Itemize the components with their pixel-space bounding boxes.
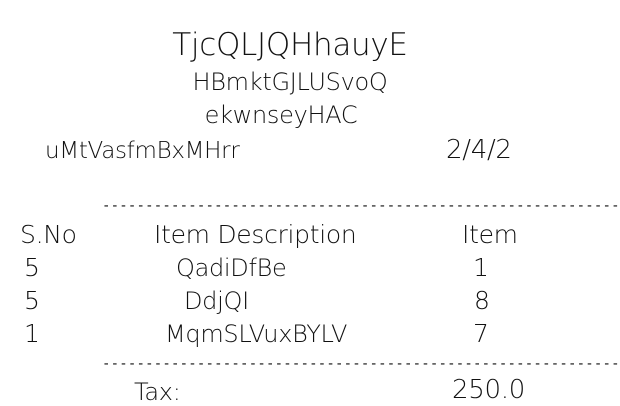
column-header-description: Item Description <box>154 220 357 249</box>
table-row-3-sno: 1 <box>24 319 40 348</box>
table-row-2-item: 8 <box>474 286 490 315</box>
receipt-date: 2/4/2 <box>446 135 512 165</box>
table-row-2-description: DdjQI <box>184 287 249 315</box>
table-row-1-description: QadiDfBe <box>176 254 287 282</box>
column-header-sno: S.No <box>20 220 77 249</box>
table-row-1-sno: 5 <box>24 253 40 282</box>
table-row-3-description: MqmSLVuxBYLV <box>165 320 348 348</box>
column-header-item: Item <box>462 220 518 249</box>
store-address: ekwnseyHAC <box>204 101 358 129</box>
divider-bottom: ----------------------------------------… <box>102 356 620 372</box>
tax-value: 250.0 <box>452 375 525 405</box>
tax-label: Tax: <box>134 378 181 406</box>
table-row-2-sno: 5 <box>24 286 40 315</box>
divider-top: ----------------------------------------… <box>102 198 620 214</box>
customer-name: uMtVasfmBxMHrr <box>45 138 240 164</box>
store-name: TjcQLJQHhauyE <box>172 27 408 63</box>
store-subtitle: HBmktGJLUSvoQ <box>192 68 388 96</box>
receipt: TjcQLJQHhauyE HBmktGJLUSvoQ ekwnseyHAC u… <box>20 30 620 405</box>
table-row-1-item: 1 <box>473 253 489 282</box>
table-row-3-item: 7 <box>473 319 489 348</box>
